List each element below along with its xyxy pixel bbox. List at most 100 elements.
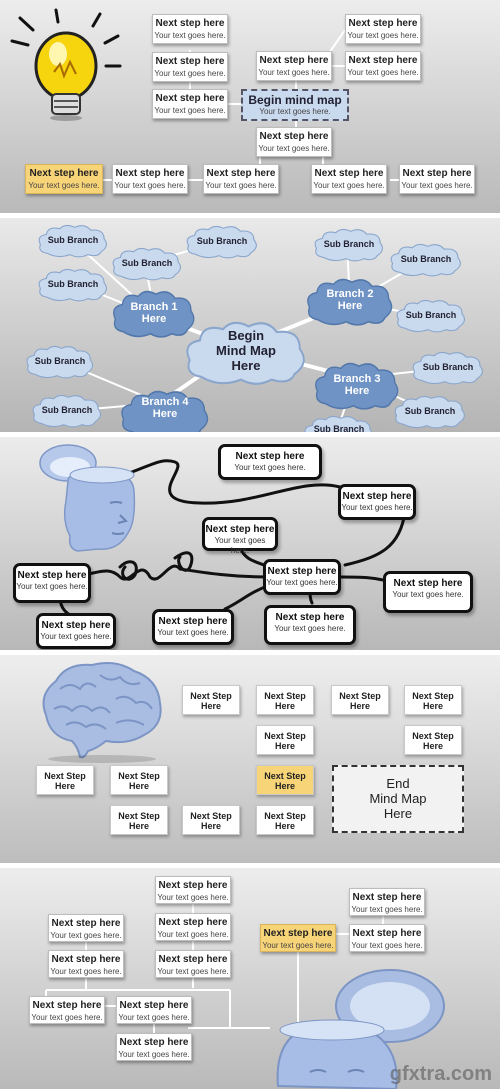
cloud-shape [38,268,107,302]
step-subtext: Your text goes here. [258,144,330,153]
central-cloud[interactable]: Begin Mind Map Here [182,318,310,388]
cloud-shape [113,290,195,338]
panel-cloud-mind-map: Sub Branch Sub Branch Sub Branch Sub Bra… [0,218,500,432]
step-subtext: Your text goes here. [154,69,226,78]
step-title: Next step here [155,56,225,67]
step-box[interactable]: Next Step Here [182,805,240,835]
step-box[interactable]: Next Step Here [182,685,240,715]
sub-branch-label: Sub Branch [313,424,365,432]
step-subtext: Your text goes here. [401,181,473,190]
sub-branch-cloud[interactable]: Sub Branch [302,414,376,432]
sub-branch-label: Sub Branch [400,254,452,264]
branch-cloud[interactable]: Branch 4 Here [118,388,212,432]
sub-branch-cloud[interactable]: Sub Branch [30,393,104,429]
branch-cloud[interactable]: Branch 3 Here [312,360,402,412]
branch-cloud[interactable]: Branch 2 Here [304,276,396,328]
step-box[interactable]: Next Step Here [404,725,462,755]
step-box[interactable]: Next Step Here [110,765,168,795]
step-box[interactable]: Next Step Here [256,685,314,715]
sub-branch-cloud[interactable]: Sub Branch [392,394,468,430]
panel-end-mind-map: Next Step Here Next Step Here Next Step … [0,655,500,863]
step-box[interactable]: Next Step Here [256,725,314,755]
cloud-shape [412,351,483,385]
step-title: Next step here [119,1000,189,1011]
cloud-shape [112,247,181,281]
sub-branch-cloud[interactable]: Sub Branch [110,246,184,282]
step-box-highlighted[interactable]: Next Step Here [256,765,314,795]
step-subtext: Your text goes here. [313,181,385,190]
sub-branch-cloud[interactable]: Sub Branch [410,350,486,386]
step-box[interactable]: Next Step Here [110,805,168,835]
sub-branch-label: Sub Branch [323,239,375,249]
sub-branch-label: Sub Branch [47,235,99,245]
step-title: Next step here [259,55,329,66]
step-subtext: Your text goes here. [157,893,229,902]
sub-branch-label: Sub Branch [41,405,93,415]
sub-branch-cloud[interactable]: Sub Branch [36,223,110,259]
step-box[interactable]: Next Step Here [36,765,94,795]
sub-branch-cloud[interactable]: Sub Branch [394,298,468,334]
begin-subtext: Your text goes here. [259,107,331,116]
step-subtext: Your text goes here. [205,181,277,190]
step-subtext: Your text goes here. [341,503,413,512]
step-title: Next step here [235,451,305,462]
step-title: Next step here [119,1037,189,1048]
step-subtext: Your text goes here. [114,181,186,190]
cloud-shape [38,224,107,258]
step-title: Next step here [352,892,422,903]
sub-branch-cloud[interactable]: Sub Branch [184,224,260,260]
end-mind-map-box[interactable]: End Mind Map Here [332,765,464,833]
cloud-shape [186,225,257,259]
sub-branch-cloud[interactable]: Sub Branch [312,227,386,263]
step-subtext: Your text goes here. [16,582,88,591]
step-title: Next step here [17,570,87,581]
step-box[interactable]: Next Step Here [404,685,462,715]
step-subtext: Your text goes here. [157,930,229,939]
step-title: Next step here [155,93,225,104]
branch-cloud[interactable]: Branch 1 Here [110,288,198,340]
step-box[interactable]: Next Step Here [331,685,389,715]
step-subtext: Your text goes here. [118,1050,190,1059]
sub-branch-cloud[interactable]: Sub Branch [388,242,464,278]
step-box[interactable]: Next Step Here [256,805,314,835]
cloud-shape [314,228,383,262]
cloud-shape [32,394,101,428]
sub-branch-cloud[interactable]: Sub Branch [24,344,96,380]
step-title: Next step here [158,954,228,965]
sub-branch-cloud[interactable]: Sub Branch [36,267,110,303]
